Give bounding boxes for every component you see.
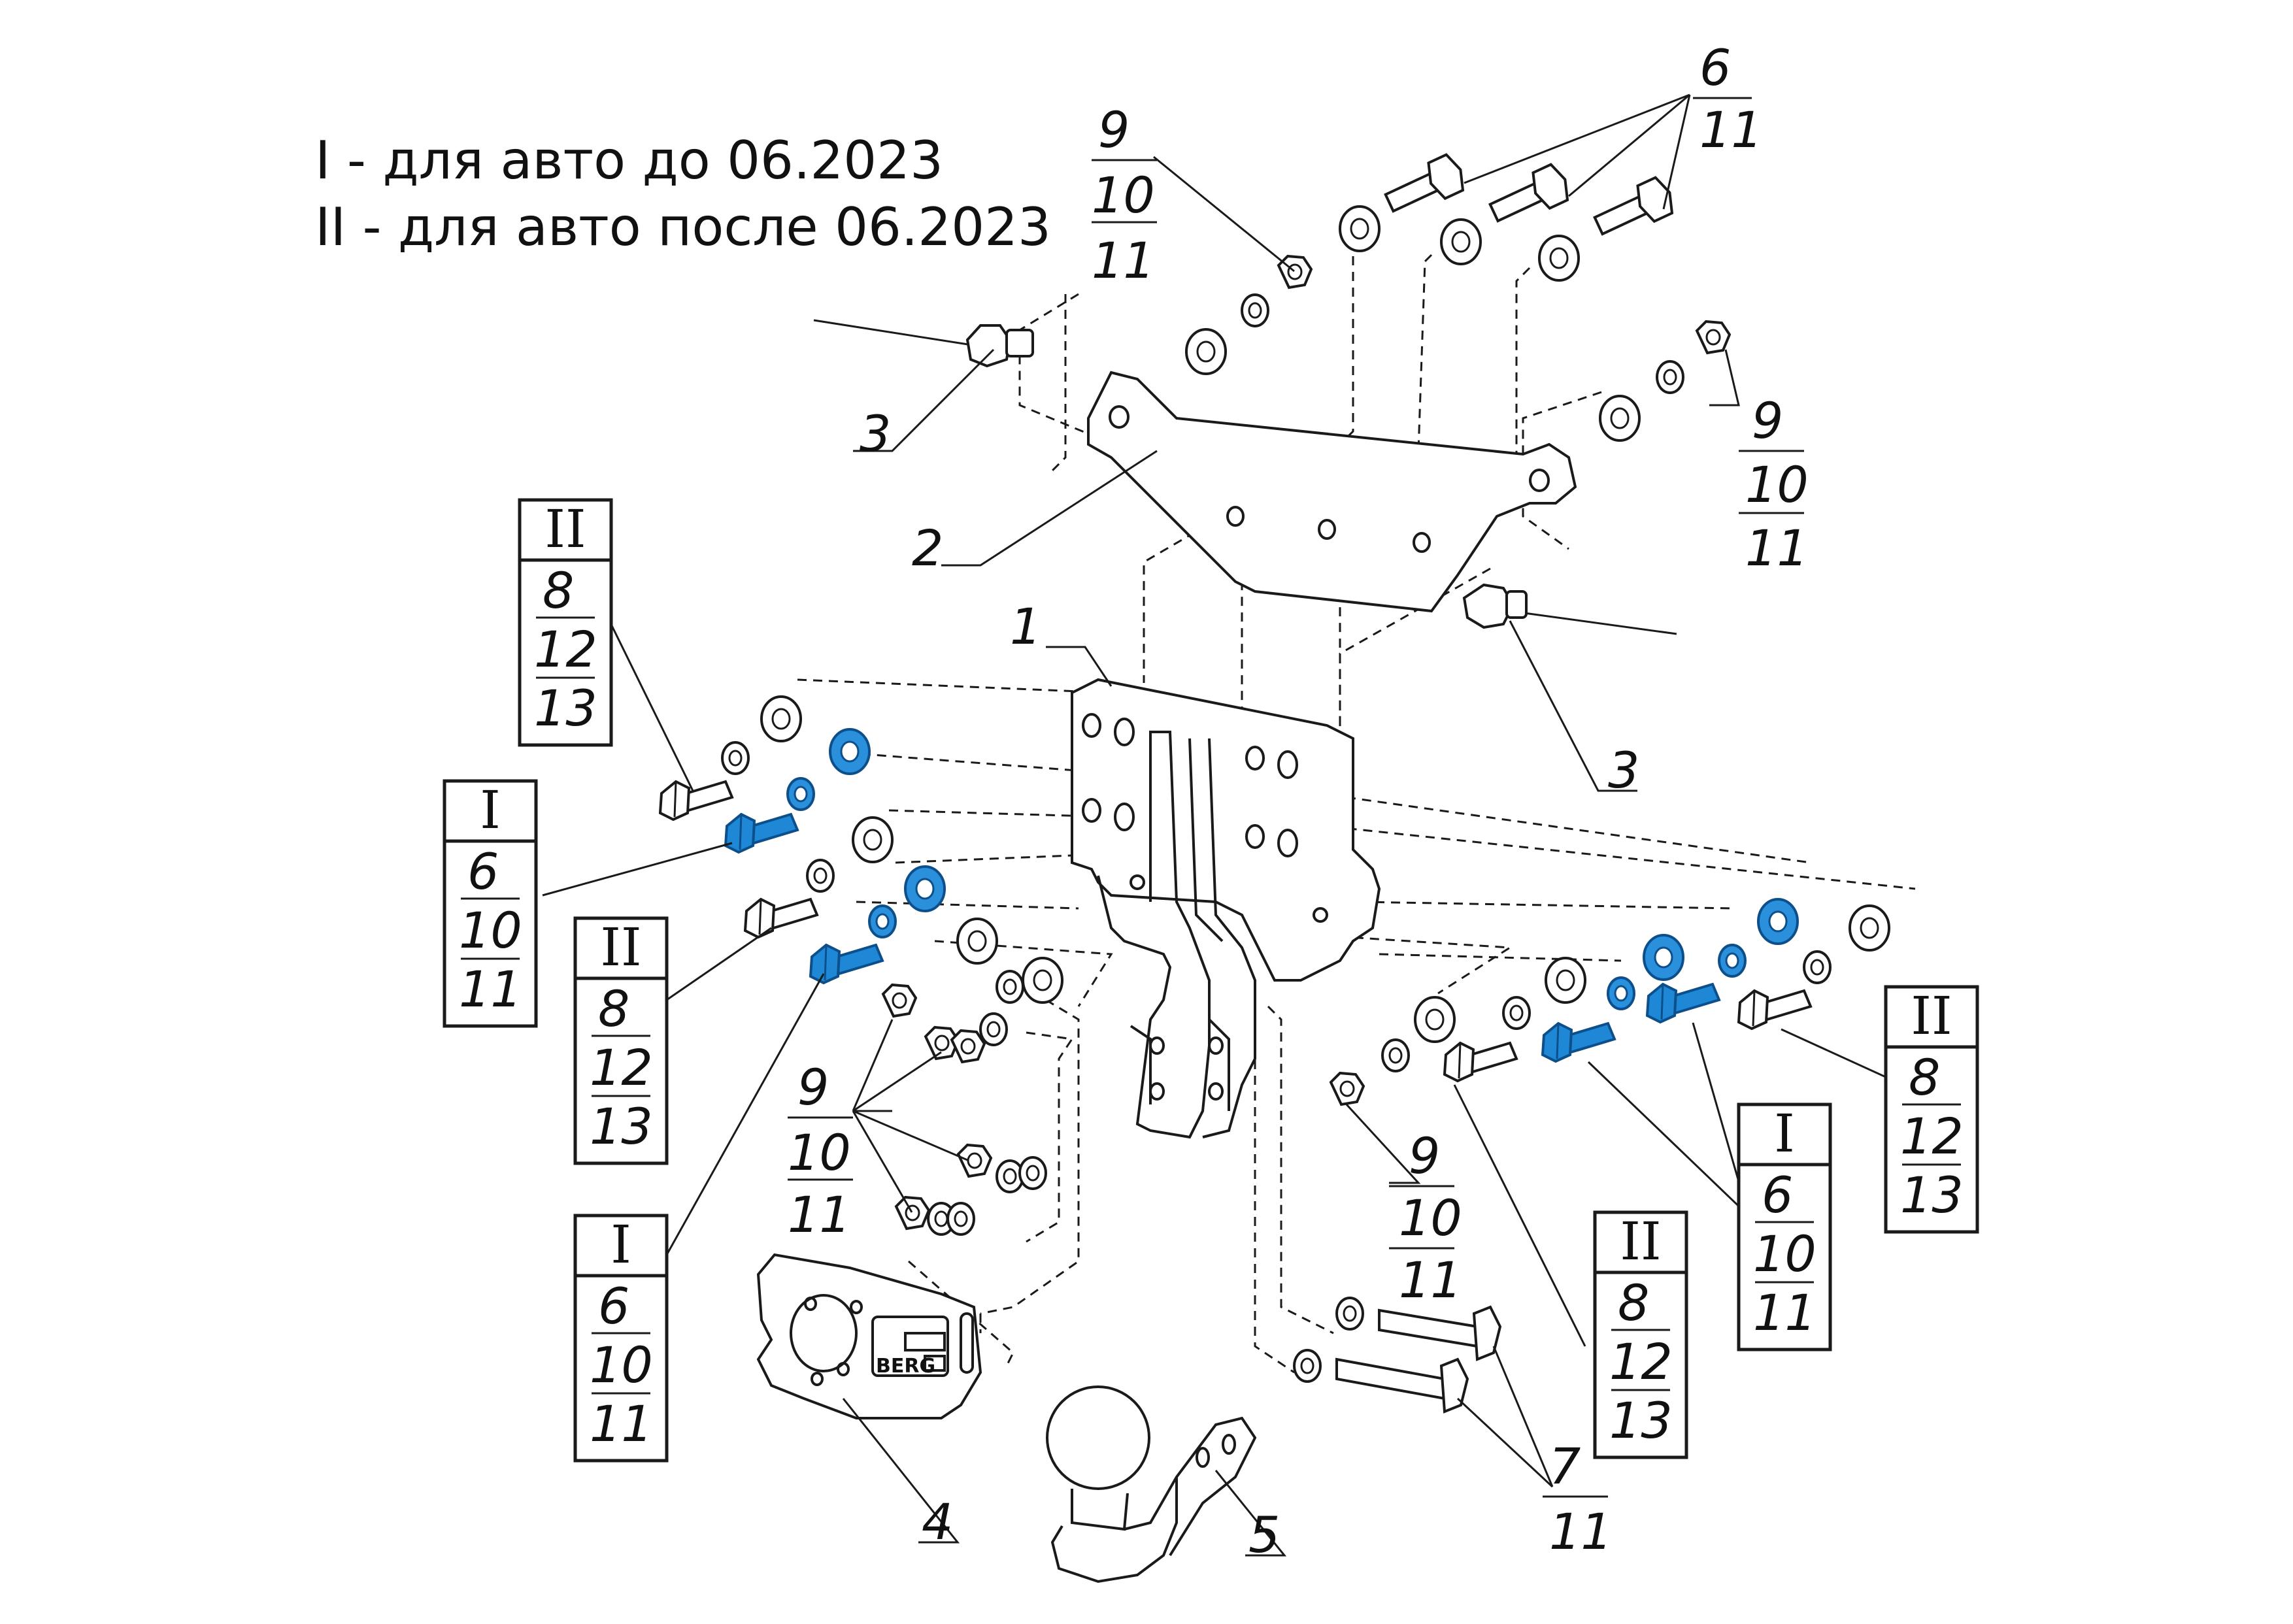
- item-number: 12: [534, 620, 597, 678]
- bracket-plate-2: [1087, 371, 1577, 613]
- item-number: 13: [1609, 1391, 1673, 1450]
- box-right-II: II 8 12 13: [1884, 985, 1979, 1234]
- item-number: 8: [1909, 1048, 1940, 1106]
- item-number: 10: [1753, 1225, 1816, 1283]
- item-number: 10: [459, 901, 522, 959]
- item-number: 8: [1618, 1274, 1649, 1332]
- right-fastener-stack: [1330, 898, 1890, 1106]
- item-number: 11: [459, 960, 522, 1018]
- leader-lines: [542, 93, 1932, 1557]
- box-left-middle-II: II 8 12 13: [573, 916, 669, 1165]
- callout-part-4: 4: [922, 1493, 953, 1551]
- socket-brand-label: BERG: [876, 1355, 935, 1378]
- callout-part-2: 2: [912, 519, 943, 577]
- callout-number: 10: [1399, 1189, 1462, 1247]
- item-number: 8: [543, 561, 574, 620]
- item-number: 6: [1762, 1166, 1793, 1224]
- variant-boxes: II 8 12 13 I 6 10 11 II 8 12 13 I 6 10 1…: [443, 498, 1979, 1463]
- item-number: 12: [590, 1038, 653, 1097]
- callout-number: 9: [1098, 101, 1130, 159]
- callout-number: 11: [1549, 1502, 1613, 1561]
- main-bracket-1: [1071, 678, 1381, 1139]
- callout-numbers: 6 11 9 10 11 9 10 11 3 2 1 3 9 10 11 9 1…: [788, 39, 1809, 1564]
- upper-left-fasteners: [1185, 255, 1731, 442]
- callout-number: 9: [1409, 1127, 1440, 1185]
- callout-right-nut: 9 10 11: [1739, 391, 1809, 577]
- callout-part-3-left: 3: [860, 405, 891, 463]
- callout-left-nuts: 9 10 11: [788, 1058, 853, 1244]
- callout-top-right: 6 11: [1693, 39, 1763, 159]
- box-left-lower-I: I 6 10 11: [573, 1214, 669, 1463]
- variant-label: II: [1911, 986, 1952, 1046]
- callout-number: 11: [788, 1185, 851, 1244]
- long-bolts-7: [1293, 1297, 1502, 1414]
- callout-number: 7: [1549, 1437, 1581, 1495]
- callout-number: 11: [1745, 519, 1809, 577]
- callout-number: 9: [1752, 391, 1783, 450]
- callout-number: 10: [1745, 456, 1809, 514]
- callout-center-nut: 9 10 11: [1389, 1127, 1462, 1309]
- callout-number: 9: [797, 1058, 829, 1116]
- top-bolts: [1339, 153, 1674, 282]
- wire-bolt-right: [1462, 583, 1677, 635]
- callout-top-left-nut: 9 10 11: [1092, 101, 1157, 290]
- left-fastener-stack: [659, 695, 1063, 1236]
- legend-variant-II: II - для авто после 06.2023: [315, 197, 1051, 257]
- box-left-I: I 6 10 11: [443, 779, 538, 1028]
- variant-label: I: [1774, 1103, 1795, 1164]
- callout-part-5: 5: [1248, 1506, 1280, 1564]
- callout-number: 11: [1699, 101, 1763, 159]
- callout-number: 6: [1699, 39, 1731, 97]
- box-right-I: I 6 10 11: [1737, 1102, 1832, 1351]
- item-number: 12: [1609, 1333, 1673, 1391]
- variant-label: I: [611, 1214, 631, 1275]
- callout-long-bolts: 7 11: [1543, 1437, 1613, 1561]
- box-left-upper-II: II 8 12 13: [518, 498, 613, 747]
- wire-bolt-left: [813, 319, 1034, 368]
- item-number: 11: [1753, 1284, 1816, 1342]
- socket-4: BERG: [756, 1253, 982, 1419]
- variant-label: II: [1620, 1211, 1661, 1272]
- item-number: 10: [590, 1336, 653, 1394]
- item-number: 11: [590, 1395, 653, 1453]
- variant-label: I: [480, 780, 501, 840]
- callout-part-1: 1: [1010, 597, 1041, 655]
- legend-variant-I: I - для авто до 06.2023: [315, 130, 943, 191]
- box-center-II: II 8 12 13: [1593, 1210, 1688, 1459]
- item-number: 12: [1900, 1107, 1964, 1165]
- variant-label: II: [544, 499, 586, 559]
- item-number: 8: [598, 980, 629, 1038]
- tow-ball-5: [1046, 1385, 1257, 1583]
- item-number: 13: [534, 679, 597, 737]
- callout-number: 10: [788, 1123, 851, 1182]
- variant-label: II: [600, 917, 641, 978]
- item-number: 6: [467, 842, 499, 901]
- item-number: 13: [1900, 1166, 1964, 1224]
- item-number: 6: [598, 1277, 629, 1335]
- callout-part-3-right: 3: [1608, 741, 1639, 799]
- callout-number: 11: [1092, 231, 1155, 290]
- item-number: 13: [590, 1097, 653, 1155]
- callout-number: 10: [1092, 166, 1155, 224]
- callout-number: 11: [1399, 1251, 1462, 1309]
